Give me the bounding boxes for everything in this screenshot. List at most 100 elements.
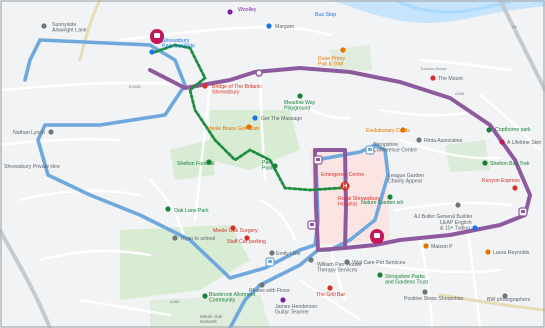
label-grill-bar: The Grill Bar bbox=[316, 292, 345, 298]
poi-icon-william-parr bbox=[308, 257, 314, 263]
poi-icon-sunnyside bbox=[41, 23, 47, 29]
label-road-a458: A458 bbox=[455, 91, 465, 96]
poi-icon-dose-priory bbox=[340, 47, 346, 53]
poi-icon-evolutionary bbox=[400, 127, 406, 133]
label-bus-stop-top: Bus Stop bbox=[315, 12, 336, 18]
label-laura: Laura Reynolds bbox=[493, 250, 530, 256]
label-staff-parking: Staff Car parking bbox=[227, 239, 266, 245]
park-area-bottom bbox=[150, 295, 270, 328]
poi-icon-parks-trust bbox=[377, 272, 383, 278]
poi-icon-emily bbox=[269, 250, 275, 256]
label-vital-care: Vital Care Pet Services bbox=[352, 260, 406, 266]
label-tuckers-mount: Tuckers Mount bbox=[420, 66, 447, 71]
poi-icon-grill bbox=[327, 285, 333, 291]
poi-icon-woolley bbox=[227, 9, 233, 15]
label-shelton-football: Shelton Football bbox=[177, 161, 215, 167]
label-maison: Maison P bbox=[431, 244, 453, 250]
bus-stop-icon-5[interactable] bbox=[265, 257, 275, 267]
poi-icon-nathan-lynch bbox=[48, 129, 54, 135]
label-leap: LEAP English& 11+ Tuition bbox=[440, 220, 472, 232]
label-road-a488: A488 bbox=[170, 299, 180, 304]
poi-markers bbox=[41, 9, 518, 303]
poi-icon-positive-steps bbox=[422, 289, 428, 295]
label-the-mount: The Mount bbox=[438, 76, 463, 82]
label-lifetime: A Lifetime Skin bbox=[507, 140, 541, 146]
poi-icon-copthorne bbox=[486, 127, 492, 133]
label-private-hire: Shrewsbury Private Hire bbox=[4, 164, 60, 170]
hospital-icon[interactable]: H bbox=[340, 181, 350, 191]
label-nathan-lynch: Nathan Lynch bbox=[13, 130, 45, 136]
poi-icon-park-ride bbox=[149, 49, 155, 55]
bus-stop-icon-2[interactable] bbox=[307, 220, 317, 230]
poi-icon-ryan bbox=[172, 235, 178, 241]
label-emily: Emily Lillie bbox=[276, 251, 301, 257]
label-rinta: Rinta Associates bbox=[424, 138, 463, 144]
poi-icon-rinta bbox=[416, 137, 422, 143]
label-emergency: Emergency Centre bbox=[321, 172, 364, 178]
label-positive-steps: Positive Steps Shropshire bbox=[404, 296, 464, 302]
poi-icon-bw bbox=[502, 293, 508, 299]
poi-icon-surgery bbox=[230, 225, 236, 231]
blue-route-spur[interactable] bbox=[23, 38, 42, 82]
label-massage: Get The Massage bbox=[261, 116, 302, 122]
poi-icon-shelton-bay bbox=[482, 160, 488, 166]
poi-icon-meadow bbox=[297, 93, 303, 99]
label-ryan: Ryan to school bbox=[181, 236, 215, 242]
label-copthorne: Copthorne park bbox=[495, 127, 531, 133]
label-oak-lane: Oak Lane Park bbox=[174, 208, 209, 214]
bus-pin-park-ride[interactable] bbox=[150, 29, 164, 44]
bus-stop-icon-1[interactable] bbox=[313, 155, 323, 165]
poi-icon-shelton-football bbox=[206, 159, 212, 165]
label-surgery: Meole Oak Surgery bbox=[213, 228, 258, 234]
poi-icon-laura bbox=[485, 249, 491, 255]
label-margam: Margam bbox=[275, 24, 294, 30]
park-area-golf bbox=[210, 110, 300, 170]
bus-stop-icon-4[interactable] bbox=[365, 145, 375, 155]
poi-icon-golf bbox=[246, 124, 252, 130]
river-branch bbox=[394, 0, 511, 14]
purple-route-loop[interactable] bbox=[313, 148, 348, 251]
label-golf: Meole Brace Golf Club bbox=[207, 126, 259, 132]
label-road-a5: A5 bbox=[512, 24, 518, 29]
poi-icon-nature-garden bbox=[387, 194, 393, 200]
bus-stop-icon-3[interactable] bbox=[518, 207, 528, 217]
label-nature-garden: Nature Garden ish bbox=[361, 200, 404, 206]
park-area-north bbox=[330, 45, 372, 72]
walking-route[interactable] bbox=[153, 43, 342, 192]
poi-icon-kenyon bbox=[512, 185, 518, 191]
hospital-campus bbox=[310, 150, 390, 245]
poi-icon-staff-parking bbox=[244, 235, 250, 241]
poi-icon-park-point bbox=[272, 163, 278, 169]
poi-icon-leap bbox=[472, 225, 478, 231]
label-shelton-bay: Shelton Bay Trek bbox=[490, 161, 530, 167]
poi-icon-allotment bbox=[202, 293, 208, 299]
poi-icon-lifetime bbox=[499, 139, 505, 145]
poi-icon-massage bbox=[252, 115, 258, 121]
label-road-b4386: B4386 bbox=[129, 84, 141, 89]
minor-roads bbox=[0, 26, 542, 328]
poi-icon-phales bbox=[259, 282, 265, 288]
label-phales: Phales with Fines bbox=[249, 288, 290, 294]
poi-icon-bridge-depot bbox=[202, 83, 208, 89]
poi-icon-vital-care bbox=[344, 259, 350, 265]
label-bw: BW photographers bbox=[487, 297, 531, 303]
bus-pin-hospital[interactable] bbox=[370, 229, 384, 244]
